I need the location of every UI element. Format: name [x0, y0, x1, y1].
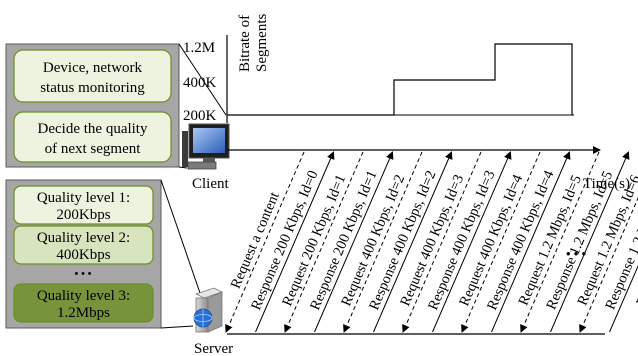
- bitrate-step-line: [227, 43, 573, 116]
- y-axis-title-line2: Segments: [254, 14, 270, 72]
- y-axis-title-line1: Bitrate of: [237, 15, 253, 72]
- response-arrow-11: [550, 151, 630, 333]
- response-arrow-7: [432, 151, 512, 333]
- request-arrow-6: [402, 151, 482, 333]
- quality-level-2-line1: Quality level 2:: [37, 230, 130, 246]
- request-arrow-8: [461, 151, 541, 333]
- response-arrow-3: [314, 151, 394, 333]
- decision-box: [13, 111, 172, 163]
- monitoring-box-line1: Device, network: [43, 60, 143, 76]
- quality-level-2-line2: 400Kbps: [56, 247, 110, 263]
- quality-level-1-box: [13, 185, 154, 225]
- quality-level-1-line2: 200Kbps: [56, 207, 110, 223]
- client-label: Client: [192, 176, 229, 192]
- client-zoom-line-top: [178, 43, 227, 116]
- request-arrow-0: [225, 151, 305, 333]
- quality-level-3-line1: Quality level 3:: [37, 288, 130, 304]
- tick-label-200k: 200K: [183, 108, 217, 124]
- client-zoom-line-bottom: [178, 166, 188, 169]
- computer-icon: [182, 123, 230, 170]
- server-zoom-line-top: [160, 179, 201, 294]
- tick-label-400k: 400K: [183, 75, 217, 91]
- request-arrow-10: [520, 151, 600, 333]
- tick-label-1.2m: 1.2M: [183, 40, 215, 56]
- response-arrow-1: [255, 151, 335, 333]
- response-arrow-5: [373, 151, 453, 333]
- request-arrow-2: [284, 151, 364, 333]
- request-arrow-12: [579, 196, 638, 333]
- continuation-dots: • • •: [566, 246, 587, 261]
- server-label: Server: [194, 341, 233, 356]
- client-panel: Device, network status monitoring Decide…: [5, 43, 180, 168]
- monitoring-box-line2: status monitoring: [40, 80, 145, 96]
- monitoring-box: [13, 49, 172, 103]
- decision-box-line1: Decide the quality: [38, 121, 148, 137]
- quality-level-2-box: [13, 225, 154, 265]
- quality-level-3-box: [13, 283, 154, 323]
- request-arrow-4: [343, 151, 423, 333]
- quality-ellipsis: • • •: [74, 268, 91, 280]
- decision-box-line2: of next segment: [45, 141, 142, 157]
- bitrate-chart: 1.2M 400K 200K Bitrate of Segments: [183, 14, 574, 124]
- response-arrow-13: [609, 264, 638, 333]
- quality-level-1-line1: Quality level 1:: [37, 190, 130, 206]
- server-icon: [193, 287, 224, 333]
- quality-level-3-line2: 1.2Mbps: [57, 305, 110, 321]
- time-axis-label: Time(s): [583, 176, 630, 192]
- server-zoom-line-bottom: [160, 325, 194, 329]
- response-arrow-9: [491, 151, 571, 333]
